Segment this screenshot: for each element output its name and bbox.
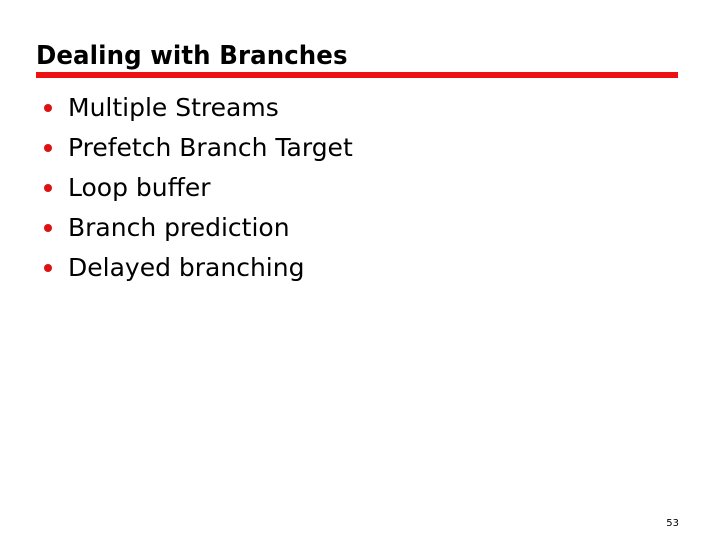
bullet-dot-icon <box>44 264 52 272</box>
bullet-dot-icon <box>44 144 52 152</box>
list-item: Branch prediction <box>36 208 696 248</box>
list-item: Multiple Streams <box>36 88 696 128</box>
list-item: Prefetch Branch Target <box>36 128 696 168</box>
list-item: Loop buffer <box>36 168 696 208</box>
list-item: Delayed branching <box>36 248 696 288</box>
page-number: 53 <box>666 518 679 529</box>
list-item-label: Branch prediction <box>68 213 290 242</box>
list-item-label: Loop buffer <box>68 173 211 202</box>
list-item-label: Multiple Streams <box>68 93 279 122</box>
bullet-dot-icon <box>44 184 52 192</box>
bullet-dot-icon <box>44 224 52 232</box>
list-item-label: Prefetch Branch Target <box>68 133 353 162</box>
title-underline-rule <box>36 72 678 78</box>
bullet-dot-icon <box>44 104 52 112</box>
bullet-list: Multiple Streams Prefetch Branch Target … <box>36 88 696 288</box>
list-item-label: Delayed branching <box>68 253 305 282</box>
page-title: Dealing with Branches <box>36 41 348 71</box>
